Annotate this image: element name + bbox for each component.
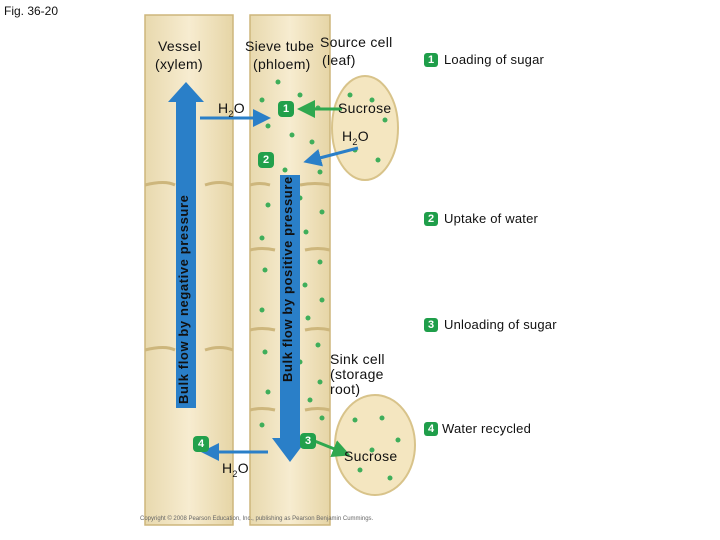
sucrose-unloading-arrow <box>311 438 351 458</box>
root-label: root) <box>330 381 361 397</box>
sucrose-dots <box>259 79 401 481</box>
bulk-positive-label: Bulk flow by positive pressure <box>280 176 295 382</box>
marker-3: 3 <box>300 433 316 449</box>
bulk-negative-label: Bulk flow by negative pressure <box>176 194 191 404</box>
water-subscript: 2 <box>352 136 358 147</box>
legend-number-4: 4 <box>424 422 438 436</box>
water-h: H <box>222 460 233 476</box>
sucrose-label-top: Sucrose <box>338 100 392 116</box>
source-cell <box>331 75 399 181</box>
sucrose-label-bottom: Sucrose <box>344 448 398 464</box>
legend-number-3: 3 <box>424 318 438 332</box>
water-subscript: 2 <box>228 108 234 119</box>
xylem-flow-arrow <box>168 82 204 408</box>
water-label-source: H2O <box>342 128 369 150</box>
marker-2: 2 <box>258 152 274 168</box>
vessel-label: Vessel <box>158 38 202 54</box>
sieve-plates <box>249 182 331 412</box>
water-label-bottom: H2O <box>222 460 249 482</box>
xylem-cell-walls <box>144 181 234 352</box>
water-o: O <box>233 100 245 116</box>
water-o: O <box>237 460 249 476</box>
sink-cell-label: Sink cell <box>330 351 385 367</box>
legend-number-2: 2 <box>424 212 438 226</box>
water-h: H <box>342 128 353 144</box>
water-subscript: 2 <box>232 468 238 479</box>
storage-label: (storage <box>330 366 384 382</box>
water-o: O <box>357 128 369 144</box>
leaf-label: (leaf) <box>322 52 356 68</box>
marker-4: 4 <box>193 436 209 452</box>
figure-label: Fig. 36-20 <box>4 4 59 18</box>
xylem-label: (xylem) <box>155 56 203 72</box>
sieve-tube-label: Sieve tube <box>245 38 315 54</box>
sink-cell <box>334 394 416 496</box>
source-cell-label: Source cell <box>320 34 393 50</box>
water-h: H <box>218 100 229 116</box>
legend-text-4: Water recycled <box>442 421 532 436</box>
legend-text-3: Unloading of sugar <box>444 317 557 332</box>
legend-text-1: Loading of sugar <box>444 52 545 67</box>
water-label-top: H2O <box>218 100 245 122</box>
copyright-text: Copyright © 2008 Pearson Education, Inc.… <box>140 516 374 522</box>
water-from-source-arrow <box>303 146 359 167</box>
marker-1: 1 <box>278 101 294 117</box>
phloem-flow-arrow <box>272 175 308 462</box>
legend-number-1: 1 <box>424 53 438 67</box>
legend-text-2: Uptake of water <box>444 211 539 226</box>
phloem-label: (phloem) <box>253 56 311 72</box>
